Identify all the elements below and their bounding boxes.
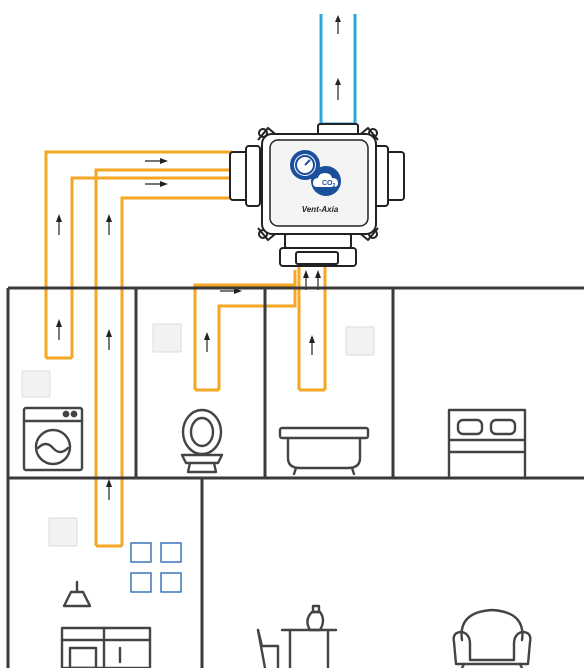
dining-table-icon bbox=[256, 604, 338, 668]
cooker-hood-icon bbox=[62, 580, 92, 608]
airflow-arrow-icon bbox=[145, 181, 168, 187]
bed-icon bbox=[447, 408, 527, 478]
armchair-icon bbox=[452, 608, 532, 668]
humidity-sensor-icon bbox=[21, 370, 51, 398]
humidity-sensor-icon bbox=[345, 326, 375, 356]
duct-bathroom bbox=[297, 262, 327, 392]
humidity-sensor-icon bbox=[152, 323, 182, 353]
duct-kitchen bbox=[94, 168, 232, 548]
mvhr-unit-icon bbox=[229, 123, 405, 267]
extract-ducts-orange bbox=[44, 150, 327, 548]
humidity-sensor-icon bbox=[48, 517, 78, 547]
airflow-arrow-icon bbox=[335, 15, 341, 34]
airflow-arrow-icon bbox=[335, 78, 341, 100]
airflow-arrow-icon bbox=[309, 335, 315, 355]
co2-subscript: 2 bbox=[333, 183, 336, 189]
duct-utility bbox=[44, 150, 232, 360]
sensors bbox=[21, 323, 375, 547]
airflow-arrow-icon bbox=[56, 319, 62, 340]
co2-label: CO bbox=[322, 180, 333, 187]
house-walls bbox=[6, 286, 584, 668]
airflow-arrow-icon bbox=[106, 214, 112, 235]
toilet-icon bbox=[180, 408, 224, 474]
airflow-arrow-icon bbox=[106, 329, 112, 350]
airflow-arrow-icon bbox=[204, 332, 210, 352]
gauge-icon bbox=[290, 150, 320, 180]
washing-machine-icon bbox=[22, 406, 84, 472]
brand-label: Vent-Axia bbox=[302, 205, 339, 214]
airflow-arrow-icon bbox=[106, 479, 112, 500]
airflow-arrow-icon bbox=[145, 158, 168, 164]
airflow-arrow-icon bbox=[56, 214, 62, 235]
duct-wc bbox=[193, 270, 297, 392]
bathtub-icon bbox=[278, 426, 370, 476]
co2-cloud-icon: CO2 bbox=[311, 166, 341, 196]
svg-text:CO2: CO2 bbox=[322, 180, 336, 189]
kitchen-icon bbox=[60, 626, 152, 668]
window-icon bbox=[130, 542, 182, 593]
flow-arrows bbox=[56, 15, 341, 500]
